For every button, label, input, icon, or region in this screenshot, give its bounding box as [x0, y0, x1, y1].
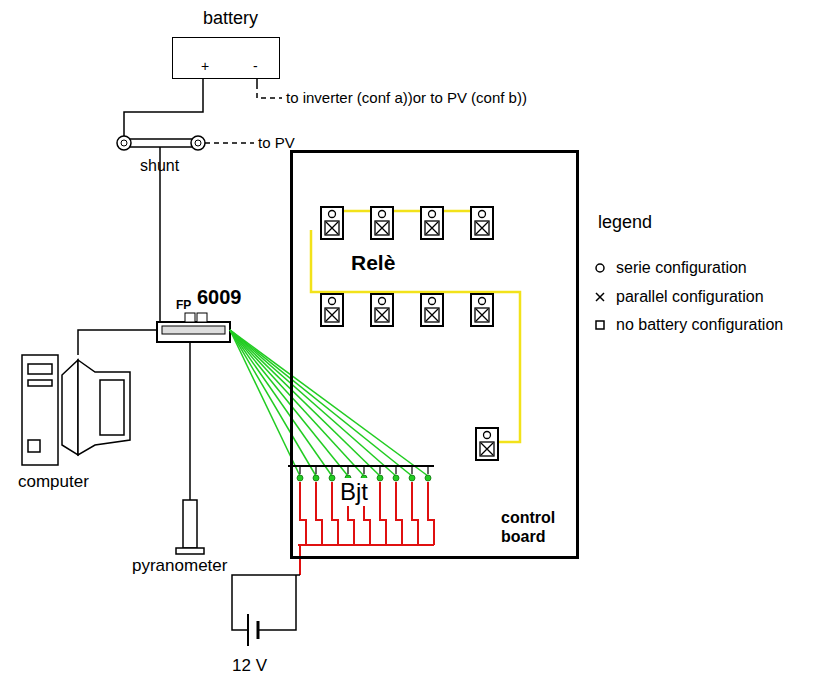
part-name: 12 V [232, 656, 267, 676]
legend-entry: serie configuration [616, 259, 816, 277]
part-name: pyranometer [132, 556, 227, 576]
signal-wires [230, 330, 428, 476]
shunt-symbol [117, 136, 205, 150]
relay-symbols [321, 207, 498, 460]
device-model: 6009 [197, 286, 242, 309]
relay-chain [311, 211, 520, 442]
control-board: RelèBjt control board [290, 150, 579, 559]
board-label: control board [501, 508, 571, 546]
legend-entry: no battery configuration [616, 316, 816, 334]
legend-symbols [596, 264, 604, 329]
fp6009-datalogger [157, 313, 230, 342]
bjt-label: Bjt [337, 478, 371, 506]
wire-note: to inverter (conf a))or to PV (conf b)) [286, 89, 527, 106]
terminal-sign: + [201, 58, 209, 74]
device-prefix: FP [176, 299, 191, 313]
computer-icon [22, 355, 130, 465]
node-heading: battery [203, 8, 258, 29]
wire-note: to PV [258, 134, 295, 151]
terminal-sign: - [253, 58, 258, 74]
legend-entry: parallel configuration [616, 288, 816, 306]
relay-heading: Relè [351, 251, 395, 275]
part-name: shunt [140, 157, 179, 175]
battery-box: battery+- [172, 37, 280, 79]
pyranometer-icon [176, 500, 204, 554]
part-name: computer [18, 472, 89, 492]
legend-title: legend [598, 212, 652, 233]
